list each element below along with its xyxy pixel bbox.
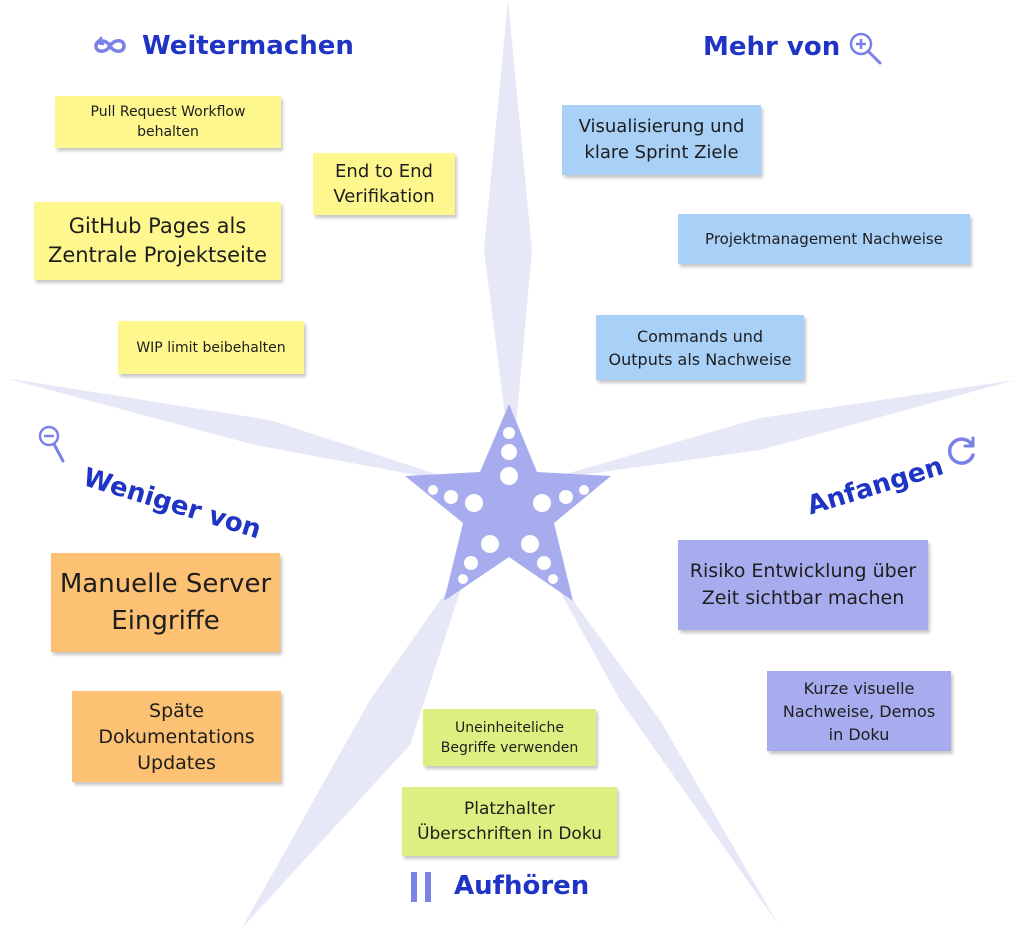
note-text: Pull Request Workflow behalten — [90, 104, 246, 140]
note-text: Späte Dokumentations Updates — [98, 699, 255, 774]
note-text: Projektmanagement Nachweise — [705, 230, 943, 248]
sticky-note-end-to-end: End to End Verifikation — [313, 153, 455, 215]
sticky-note-begriffe: Uneinheiteliche Begriffe verwenden — [423, 709, 596, 766]
refresh-icon — [947, 436, 975, 465]
sticky-note-github-pages: GitHub Pages als Zentrale Projektseite — [34, 202, 281, 280]
sticky-note-wip-limit: WIP limit beibehalten — [118, 321, 304, 374]
sticky-note-kurze-nachweise: Kurze visuelle Nachweise, Demos in Doku — [767, 671, 951, 751]
sticky-note-pr-workflow: Pull Request Workflow behalten — [55, 96, 281, 148]
note-text: Kurze visuelle Nachweise, Demos in Doku — [782, 678, 936, 744]
note-text: End to End Verifikation — [333, 161, 435, 207]
center-star — [405, 404, 611, 601]
sticky-note-visualisierung: Visualisierung und klare Sprint Ziele — [562, 105, 761, 175]
pause-icon — [411, 872, 431, 902]
note-text: WIP limit beibehalten — [136, 339, 286, 356]
ray-bottom-right — [540, 555, 778, 924]
note-text: Commands und Outputs als Nachweise — [608, 326, 792, 369]
sticky-note-commands-outputs: Commands und Outputs als Nachweise — [596, 315, 804, 380]
sticky-note-risiko: Risiko Entwicklung über Zeit sichtbar ma… — [678, 540, 928, 630]
ray-top — [484, 0, 532, 470]
sticky-note-manuelle-eingriffe: Manuelle Server Eingriffe — [51, 553, 280, 652]
note-text: Risiko Entwicklung über Zeit sichtbar ma… — [689, 560, 917, 609]
infinity-loop-icon — [94, 36, 126, 53]
ray-right — [545, 380, 1015, 480]
sticky-note-platzhalter: Platzhalter Überschriften in Doku — [402, 787, 617, 856]
ray-bottom-left — [242, 555, 472, 928]
note-text: GitHub Pages als Zentrale Projektseite — [47, 214, 268, 267]
note-text: Manuelle Server Eingriffe — [59, 568, 272, 636]
sticky-note-spaete-doku: Späte Dokumentations Updates — [72, 691, 281, 782]
heading-aufhoeren: Aufhören — [454, 871, 590, 901]
heading-weitermachen: Weitermachen — [142, 31, 354, 61]
zoom-out-icon — [38, 425, 65, 463]
note-text: Visualisierung und klare Sprint Ziele — [578, 116, 745, 163]
heading-mehr-von: Mehr von — [703, 32, 841, 62]
sticky-note-pm-nachweise: Projektmanagement Nachweise — [678, 214, 970, 264]
zoom-in-icon — [849, 32, 882, 65]
ray-left — [5, 378, 470, 485]
note-text: Uneinheiteliche Begriffe verwenden — [440, 719, 579, 756]
note-text: Platzhalter Überschriften in Doku — [417, 798, 602, 844]
